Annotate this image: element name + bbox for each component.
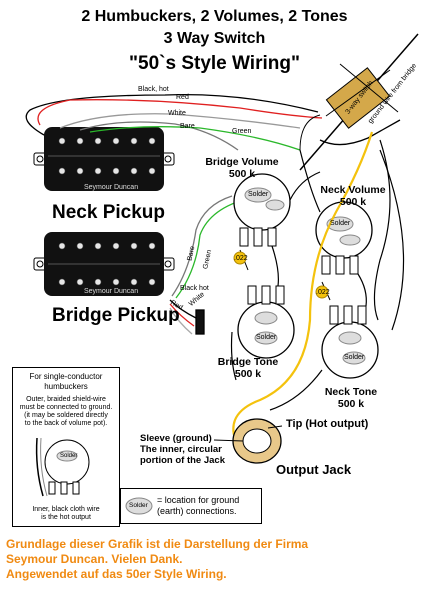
wire-label-bare: Bare	[180, 123, 195, 130]
inset-text-2: must be connected to ground.	[19, 404, 113, 411]
footer-line-2: Seymour Duncan. Vielen Dank.	[6, 552, 183, 566]
pot-interconnect-wires	[230, 139, 405, 411]
bridge-volume-pot	[233, 173, 291, 247]
inset-hot-note: Inner, black cloth wire is the hot outpu…	[17, 506, 115, 522]
solder-label-bridge-tone: Solder	[256, 334, 277, 341]
bridge-tone-value: 500 k	[234, 368, 262, 380]
solder-label-bridge-volume: Solder	[248, 191, 269, 198]
output-jack-label: Output Jack	[276, 462, 352, 477]
solder-label-neck-tone: Solder	[344, 354, 365, 361]
footer-line-1: Grundlage dieser Grafik ist die Darstell…	[6, 537, 309, 551]
neck-tone-name: Neck Tone	[324, 386, 378, 398]
bridge-pickup-wires	[169, 195, 251, 335]
inset-text-4: to the back of volume pot).	[24, 420, 108, 427]
bridge-volume-value: 500 k	[228, 168, 256, 180]
neck-pickup-wires	[25, 93, 323, 151]
title-line-1: 2 Humbuckers, 2 Volumes, 2 Tones	[81, 8, 348, 25]
inset-text-3: (it may be soldered directly	[24, 412, 108, 419]
legend-text: = location for ground (earth) connection…	[157, 495, 239, 517]
neck-pickup-label: Neck Pickup	[52, 202, 165, 223]
inset-solder-label: Solder	[60, 453, 78, 459]
jack-tip-label: Tip (Hot output)	[286, 418, 369, 430]
neck-volume-name: Neck Volume	[320, 184, 386, 196]
neck-tone-label: Neck Tone 500 k	[316, 386, 386, 410]
wire-label-black-hot: Black, hot	[138, 86, 169, 93]
wire-label-bridge-black-hot: Black hot	[180, 285, 209, 292]
inset-text-6: is the hot output	[41, 514, 91, 521]
wire-label-white: White	[168, 110, 186, 117]
inset-description: Outer, braided shield-wire must be conne…	[17, 396, 115, 428]
inset-text-5: Inner, black cloth wire	[32, 506, 100, 513]
footer-line-3: Angewendet auf das 50er Style Wiring.	[6, 567, 227, 581]
jack-sleeve-line-2: The inner, circular	[140, 444, 222, 455]
legend-solder-graphic	[125, 497, 153, 515]
neck-pickup	[33, 127, 175, 191]
inset-text-1: Outer, braided shield-wire	[26, 396, 106, 403]
bridge-tone-cap-label: .022	[234, 255, 248, 262]
solder-label-neck-volume: Solder	[330, 220, 351, 227]
bridge-tone-name: Bridge Tone	[217, 356, 279, 368]
neck-tone-pot	[321, 305, 379, 379]
bridge-volume-label: Bridge Volume 500 k	[202, 156, 282, 180]
inset-title: For single-conductor humbuckers	[17, 372, 115, 392]
wire-label-green: Green	[232, 128, 252, 135]
output-jack-graphic	[213, 418, 283, 464]
legend-solder-label: Solder	[129, 502, 148, 509]
wire-label-red: Red	[176, 94, 189, 101]
neck-volume-label: Neck Volume 500 k	[318, 184, 388, 208]
title-line-2: 3 Way Switch	[163, 30, 266, 47]
solder-legend: Solder = location for ground (earth) con…	[120, 488, 262, 524]
neck-tone-cap-label: .022	[316, 289, 330, 296]
neck-volume-value: 500 k	[339, 196, 367, 208]
single-conductor-inset: For single-conductor humbuckers Outer, b…	[12, 367, 120, 527]
jack-sleeve-line-1: Sleeve (ground)	[140, 433, 212, 444]
neck-tone-value: 500 k	[337, 398, 365, 410]
jack-sleeve-label: Sleeve (ground) The inner, circular port…	[140, 433, 225, 466]
legend-text-line-1: = location for ground	[157, 495, 240, 505]
three-way-switch	[299, 33, 419, 171]
bridge-pickup-label: Bridge Pickup	[52, 305, 180, 326]
inset-drawing	[35, 437, 90, 497]
neck-pickup-brand: Seymour Duncan	[84, 184, 139, 191]
tone-capacitors	[233, 249, 331, 301]
legend-text-line-2: (earth) connections.	[157, 506, 237, 516]
bridge-volume-name: Bridge Volume	[205, 156, 279, 168]
yellow-ground-wire	[232, 131, 374, 451]
bridge-tone-pot	[237, 285, 295, 359]
neck-volume-pot	[315, 201, 373, 275]
bridge-pickup-brand: Seymour Duncan	[84, 288, 139, 295]
bridge-tone-label: Bridge Tone 500 k	[210, 356, 286, 380]
title-line-3: "50`s Style Wiring"	[129, 53, 300, 74]
footer-credit: Grundlage dieser Grafik ist die Darstell…	[6, 537, 426, 582]
inset-title-line-2: humbuckers	[44, 382, 88, 391]
jack-sleeve-line-3: portion of the Jack	[140, 455, 225, 466]
inset-title-line-1: For single-conductor	[29, 372, 103, 381]
bridge-pickup	[33, 232, 175, 296]
